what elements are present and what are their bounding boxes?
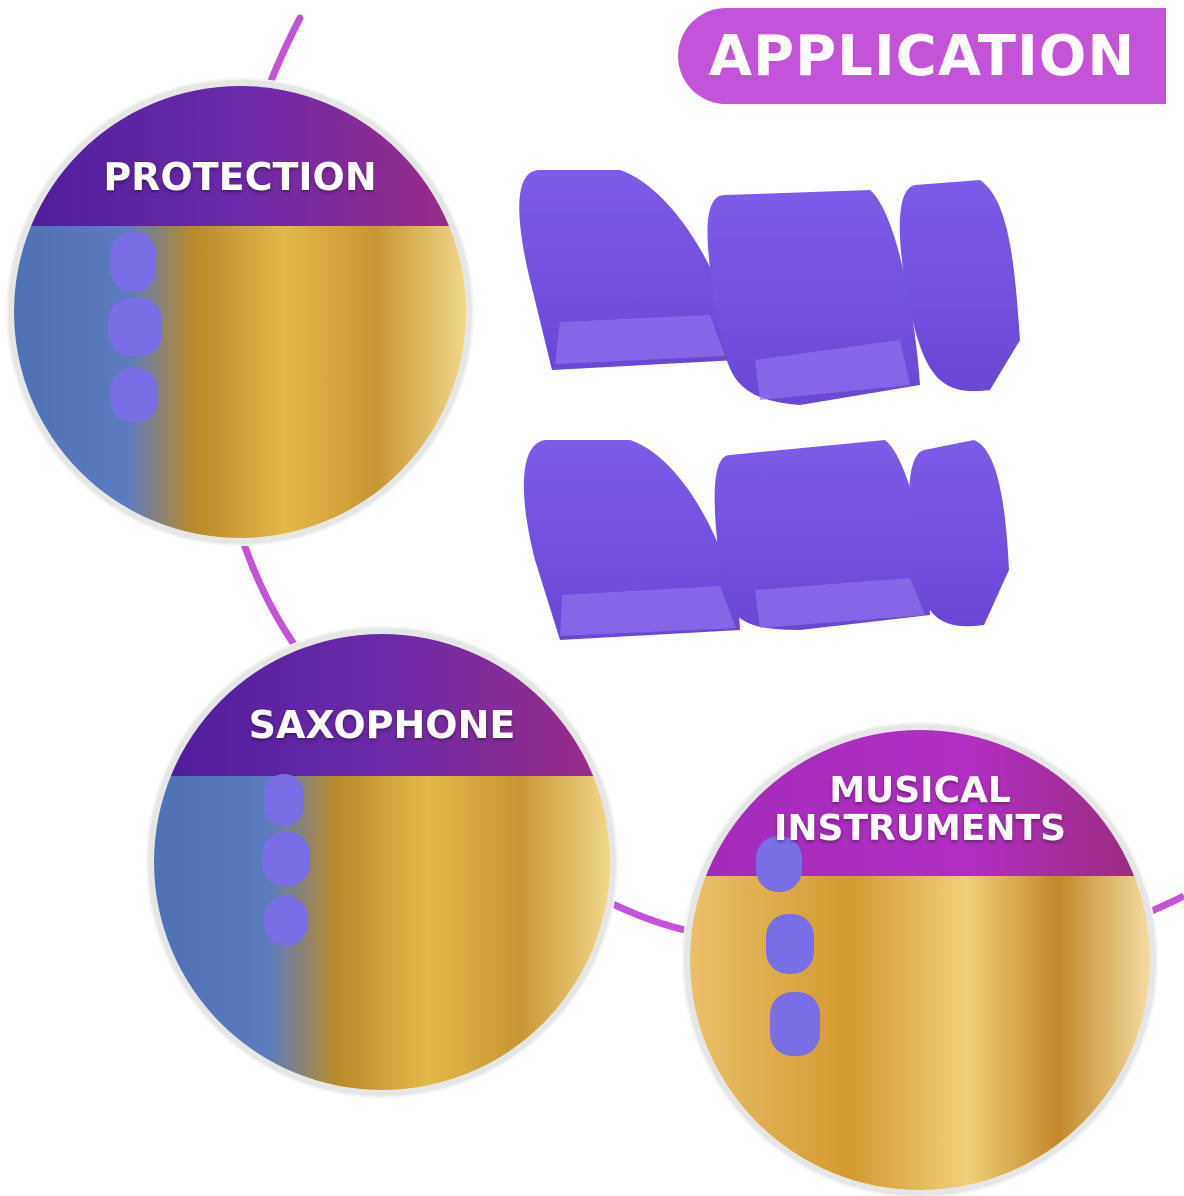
protection-label: PROTECTION bbox=[103, 155, 377, 199]
saxophone-photo: SAXOPHONE bbox=[148, 628, 616, 1096]
saxophone-label: SAXOPHONE bbox=[248, 703, 516, 747]
musical-instruments-photo: MUSICAL INSTRUMENTS bbox=[684, 724, 1156, 1196]
thumb-rest-cap-icon bbox=[519, 170, 738, 370]
musical-instruments-label: MUSICAL INSTRUMENTS bbox=[690, 772, 1150, 848]
application-banner: APPLICATION bbox=[678, 8, 1166, 104]
protection-photo: PROTECTION bbox=[8, 80, 472, 544]
thumb-rest-cap-icon bbox=[707, 190, 920, 405]
thumb-rest-cap-icon bbox=[523, 440, 740, 640]
banner-title: APPLICATION bbox=[708, 23, 1136, 89]
label-line-2: INSTRUMENTS bbox=[774, 807, 1066, 849]
thumb-rest-cap-icon bbox=[909, 440, 1009, 627]
thumb-rest-cap-icon bbox=[899, 180, 1020, 392]
thumb-rest-cap-icon bbox=[714, 440, 930, 630]
label-line-1: MUSICAL bbox=[829, 770, 1011, 811]
product-caps-grid bbox=[519, 170, 1020, 640]
